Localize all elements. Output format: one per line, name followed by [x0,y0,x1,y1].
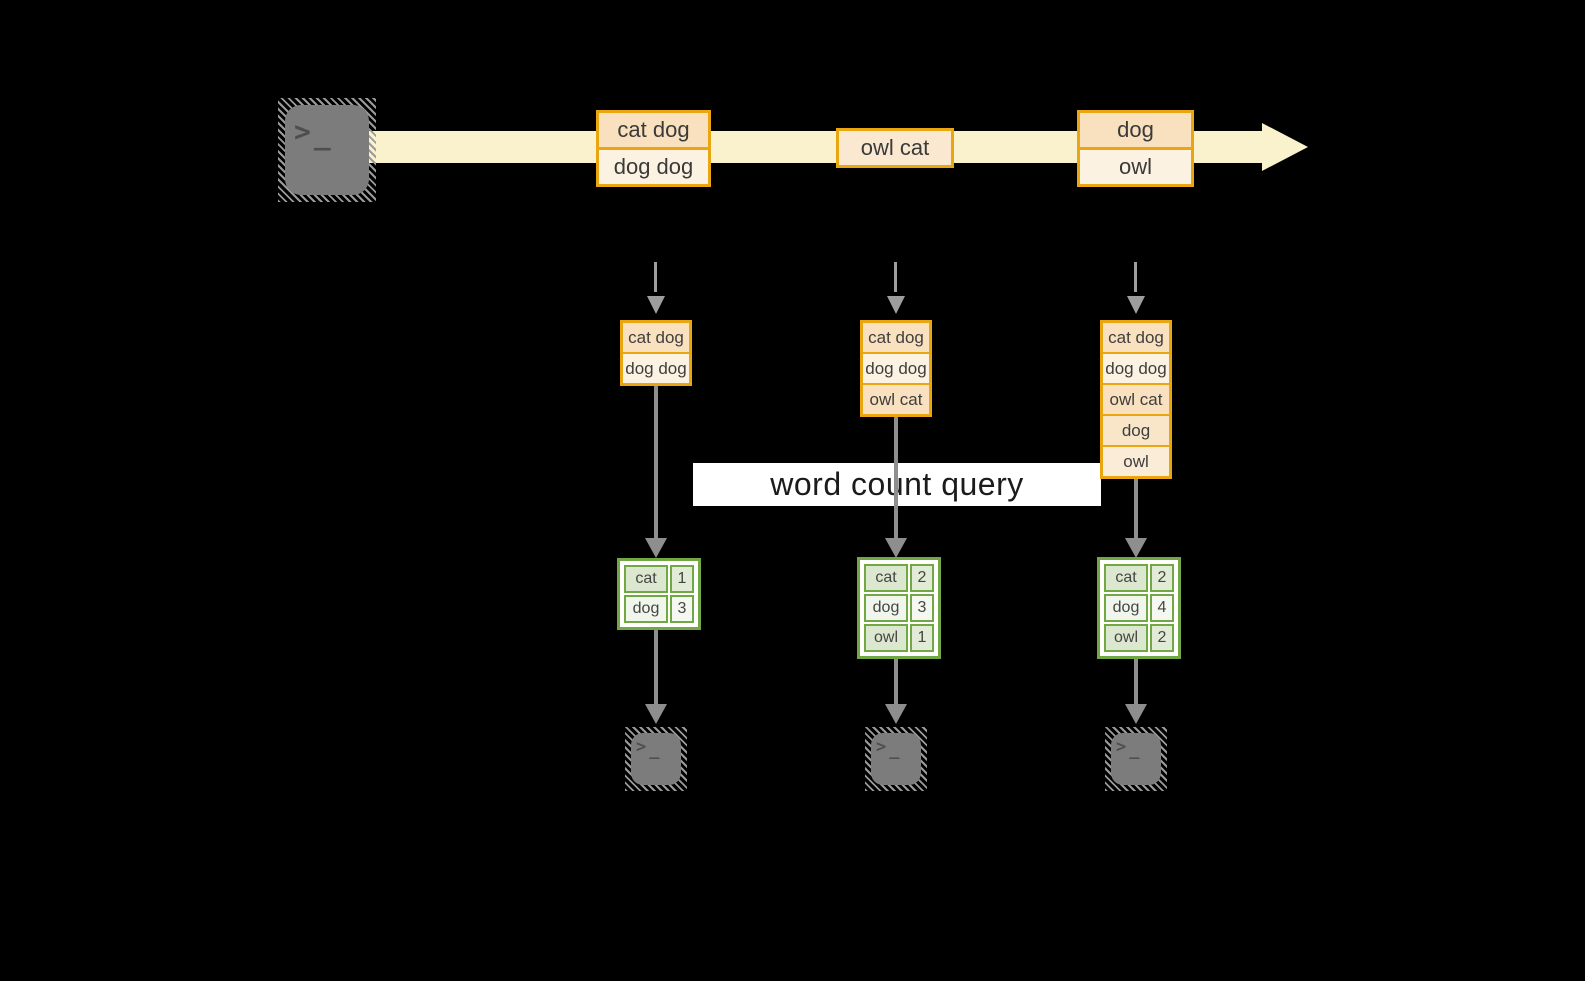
trigger-arrow [654,262,657,292]
result-row: cat 1 [624,565,694,593]
count-cell: 3 [910,594,934,622]
output-arrow [654,626,658,704]
trigger-arrow [894,262,897,292]
state-row: cat dog [1103,323,1169,352]
trigger-arrow [1134,262,1137,292]
state-row: owl cat [1103,383,1169,414]
output-arrow [894,655,898,704]
word-cell: cat [864,564,908,592]
word-cell: dog [1104,594,1148,622]
stream-batch: cat dog dog dog [596,110,711,187]
result-row: cat 2 [864,564,934,592]
word-cell: cat [624,565,668,593]
stream-arrowhead-icon [1262,123,1308,171]
trigger-arrowhead-icon [647,296,665,314]
result-row: dog 4 [1104,594,1174,622]
result-row: dog 3 [864,594,934,622]
state-row: dog dog [1103,352,1169,383]
result-row: owl 1 [864,624,934,652]
query-flow-arrow [894,417,898,538]
trigger-arrowhead-icon [1127,296,1145,314]
terminal-body [285,105,369,195]
terminal-body [1111,733,1161,785]
result-table: cat 1 dog 3 [617,558,701,630]
state-row: dog dog [863,352,929,383]
count-cell: 4 [1150,594,1174,622]
output-arrowhead-icon [1125,704,1147,724]
batch-message: owl [1080,147,1191,184]
terminal-prompt-icon: >_ [294,115,331,151]
source-terminal-icon: >_ [278,98,376,202]
batch-message: dog dog [599,147,708,184]
count-cell: 1 [910,624,934,652]
word-cell: dog [624,595,668,623]
word-cell: owl [1104,624,1148,652]
state-table: cat dog dog dog [620,320,692,386]
state-row: cat dog [863,323,929,352]
trigger-arrowhead-icon [887,296,905,314]
state-row: owl cat [863,383,929,414]
count-cell: 2 [1150,564,1174,592]
sink-terminal-icon: >_ [625,727,687,791]
batch-message: cat dog [599,113,708,147]
result-row: cat 2 [1104,564,1174,592]
terminal-body [631,733,681,785]
state-row: dog [1103,414,1169,445]
terminal-prompt-icon: >_ [876,737,900,760]
result-row: dog 3 [624,595,694,623]
count-cell: 2 [910,564,934,592]
output-arrowhead-icon [885,704,907,724]
state-row: dog dog [623,352,689,383]
batch-message: owl cat [839,131,951,165]
state-row: owl [1103,445,1169,476]
count-cell: 1 [670,565,694,593]
query-flow-arrowhead-icon [645,538,667,558]
query-flow-arrowhead-icon [885,538,907,558]
stream-batch: dog owl [1077,110,1194,187]
query-flow-arrow [1134,479,1138,538]
output-arrowhead-icon [645,704,667,724]
word-cell: cat [1104,564,1148,592]
result-row: owl 2 [1104,624,1174,652]
batch-message: dog [1080,113,1191,147]
state-table: cat dog dog dog owl cat [860,320,932,417]
state-row: cat dog [623,323,689,352]
count-cell: 3 [670,595,694,623]
terminal-body [871,733,921,785]
query-flow-arrow [654,386,658,538]
output-arrow [1134,655,1138,704]
terminal-prompt-icon: >_ [1116,737,1140,760]
state-table: cat dog dog dog owl cat dog owl [1100,320,1172,479]
word-cell: owl [864,624,908,652]
count-cell: 2 [1150,624,1174,652]
stream-batch: owl cat [836,128,954,168]
query-flow-arrowhead-icon [1125,538,1147,558]
result-table: cat 2 dog 4 owl 2 [1097,557,1181,659]
sink-terminal-icon: >_ [1105,727,1167,791]
sink-terminal-icon: >_ [865,727,927,791]
result-table: cat 2 dog 3 owl 1 [857,557,941,659]
terminal-prompt-icon: >_ [636,737,660,760]
word-cell: dog [864,594,908,622]
